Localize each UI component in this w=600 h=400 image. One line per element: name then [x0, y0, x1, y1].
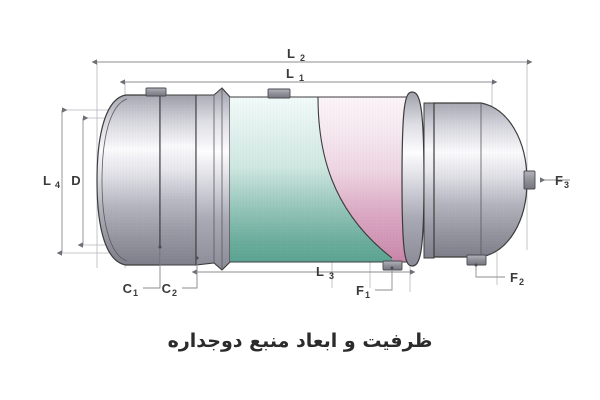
bottom-nozzle-f2 — [466, 254, 487, 266]
left-shoulder-reducer — [195, 87, 231, 271]
label-F1: F 1 — [356, 283, 370, 300]
label-C2-sub: 2 — [172, 288, 177, 298]
label-F1-main: F — [356, 283, 364, 298]
label-F2-sub: 2 — [519, 277, 524, 287]
label-L3-main: L — [316, 264, 324, 279]
side-nozzle-f3 — [523, 170, 536, 190]
left-shell-texture — [160, 95, 196, 265]
leader-C1 — [143, 245, 162, 289]
left-dome-texture — [97, 95, 160, 265]
dimension-labels: L 2 L 1 L 4 D L 3 C 1 C — [43, 46, 569, 300]
leader-F2 — [474, 263, 505, 278]
label-C1-sub: 1 — [133, 288, 138, 298]
label-L1-sub: 1 — [299, 73, 304, 83]
tank-assembly — [96, 87, 536, 271]
dimension-lines — [56, 59, 570, 291]
label-L1: L 1 — [286, 66, 304, 83]
label-C1-main: C — [123, 281, 133, 296]
figure-caption: ظرفیت و ابعاد منبع دوجداره — [167, 330, 433, 352]
leader-C2 — [182, 256, 199, 289]
label-L2: L 2 — [287, 46, 305, 63]
bottom-nozzle-f1 — [382, 260, 403, 271]
label-F2: F 2 — [510, 270, 524, 287]
label-D: D — [71, 173, 80, 188]
top-nozzle-right — [267, 88, 291, 99]
label-F1-sub: 1 — [365, 290, 370, 300]
top-nozzle-left — [145, 87, 167, 97]
label-F3-sub: 3 — [564, 180, 569, 190]
label-L4-sub: 4 — [55, 180, 60, 190]
label-L2-main: L — [287, 46, 295, 61]
label-F2-main: F — [510, 270, 518, 285]
leader-F1 — [375, 266, 394, 291]
left-dome-inner-wall — [101, 98, 128, 262]
inner-vessel-texture — [230, 97, 392, 262]
right-dome-texture — [434, 103, 527, 257]
label-F3: F 3 — [555, 173, 569, 190]
label-C1: C 1 — [123, 281, 138, 298]
label-L4: L 4 — [43, 173, 60, 190]
right-collar-flange — [401, 91, 425, 267]
right-shell-barrel — [423, 102, 435, 259]
label-C2: C 2 — [162, 281, 177, 298]
label-C2-main: C — [162, 281, 172, 296]
label-F3-main: F — [555, 173, 563, 188]
label-L3: L 3 — [316, 264, 334, 281]
cutaway-edge — [317, 96, 393, 259]
label-L4-main: L — [43, 173, 51, 188]
label-L3-sub: 3 — [329, 271, 334, 281]
label-L2-sub: 2 — [300, 53, 305, 63]
label-D-main: D — [71, 173, 80, 188]
label-L1-main: L — [286, 66, 294, 81]
